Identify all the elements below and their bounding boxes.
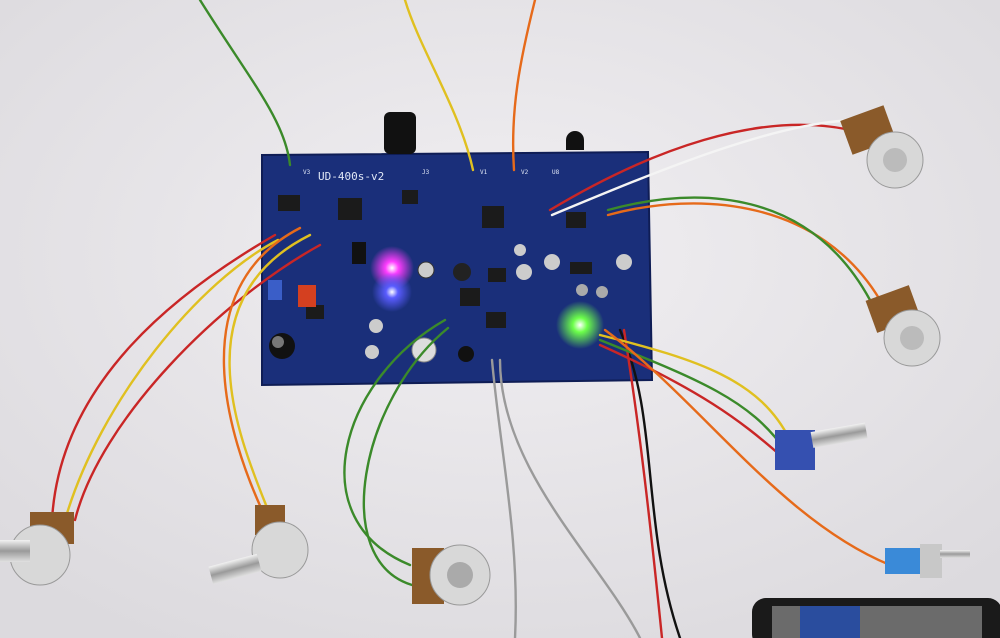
transistor (566, 131, 584, 150)
regulator (352, 242, 366, 264)
potentiometer-right[interactable] (865, 285, 941, 367)
potentiometer-top-right[interactable] (840, 105, 924, 189)
potentiometer-center-left[interactable] (208, 505, 309, 585)
potentiometer-mid-right[interactable] (775, 422, 868, 470)
trimmer (268, 280, 282, 300)
film-capacitor (298, 285, 316, 307)
power-jack (384, 112, 416, 154)
ic-chips (278, 190, 592, 328)
toggle-switch[interactable] (885, 544, 970, 578)
label-j3: J3 (422, 169, 430, 176)
label-v3: V3 (303, 169, 311, 176)
potentiometer-left[interactable] (0, 512, 74, 586)
battery-holder (752, 598, 1000, 638)
label-v2: V2 (521, 169, 529, 176)
capacitors (269, 244, 632, 363)
label-v1: V1 (480, 169, 488, 176)
potentiometer-bottom[interactable] (412, 544, 491, 606)
board-title: UD-400s-v2 (318, 170, 384, 183)
label-u8: U8 (552, 169, 560, 176)
wires (50, 0, 892, 638)
pcb-board: UD-400s-v2 V3 J3 V1 V2 U8 (261, 112, 654, 387)
led-blue (372, 272, 412, 312)
led-green (556, 301, 604, 349)
